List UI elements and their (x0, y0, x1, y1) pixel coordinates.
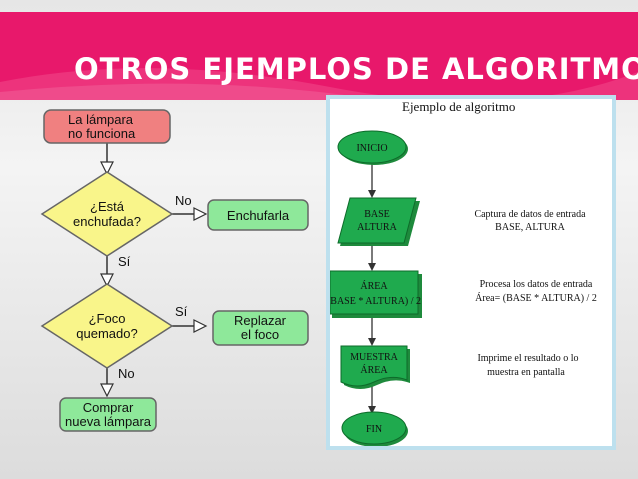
example-start-label: INICIO (356, 143, 387, 154)
decision2-yes-label: Sí (175, 304, 188, 319)
action1-box (207, 199, 309, 231)
start-line2: no funciona (68, 126, 136, 141)
decision1-yes-label: Sí (118, 254, 131, 269)
example-process-box (330, 270, 419, 315)
example-output-line2: ÁREA (360, 364, 388, 376)
decision1-diamond (40, 171, 174, 257)
note-input-line2: BASE, ALTURA (495, 222, 565, 233)
banner-wave-decoration (0, 68, 638, 102)
decision1-no-label: No (175, 193, 192, 208)
note-input-line1: Captura de datos de entrada (474, 209, 586, 220)
note-process-line2: Área= (BASE * ALTURA) / 2 (475, 292, 597, 304)
example-end-oval (341, 411, 407, 445)
end-line1: Comprar (83, 400, 134, 415)
example-end-label: FIN (366, 424, 382, 435)
example-input-shape (337, 197, 417, 244)
decision2-line1: ¿Foco (89, 311, 126, 326)
arrowhead (368, 406, 376, 414)
slide-title: OTROS EJEMPLOS DE ALGORITMO (74, 52, 638, 86)
example-input-line2: ALTURA (357, 222, 397, 233)
example-process-line1: ÁREA (360, 280, 388, 292)
example-output-shape (340, 345, 408, 387)
start-line1: La lámpara (68, 112, 134, 127)
start-box (43, 109, 171, 144)
decision2-no-label: No (118, 366, 135, 381)
action2-line2: el foco (241, 327, 279, 342)
example-start-oval (337, 130, 407, 164)
action2-box (212, 310, 309, 346)
arrowhead (368, 338, 376, 346)
algorithm-example-panel: Ejemplo de algoritmo INICIO BASE ALTURA … (326, 95, 616, 450)
example-title: Ejemplo de algoritmo (402, 99, 515, 114)
example-output-line1: MUESTRA (350, 352, 399, 363)
action2-line1: Replazar (234, 313, 287, 328)
end-box (59, 397, 157, 432)
decision1-line2: enchufada? (73, 214, 141, 229)
arrowhead (100, 273, 114, 288)
decision2-diamond (40, 283, 174, 369)
arrowhead (100, 383, 114, 398)
arrowhead (368, 263, 376, 271)
decision2-line2: quemado? (76, 326, 137, 341)
decision1-line1: ¿Está (90, 199, 125, 214)
end-line2: nueva lámpara (65, 414, 152, 429)
arrowhead (193, 207, 208, 221)
note-output-line2: muestra en pantalla (487, 367, 565, 378)
arrowhead (100, 161, 114, 176)
action1-label: Enchufarla (227, 208, 290, 223)
example-process-line2: (BASE * ALTURA) / 2 (330, 296, 421, 307)
note-output-line1: Imprime el resultado o lo (477, 353, 578, 364)
note-process-line1: Procesa los datos de entrada (480, 279, 593, 290)
arrowhead (193, 319, 208, 333)
arrowhead (368, 190, 376, 198)
example-input-line1: BASE (364, 209, 390, 220)
algorithm-example-diagram: Ejemplo de algoritmo INICIO BASE ALTURA … (330, 99, 597, 446)
lamp-flowchart: La lámpara no funciona ¿Está enchufada? … (40, 109, 309, 432)
